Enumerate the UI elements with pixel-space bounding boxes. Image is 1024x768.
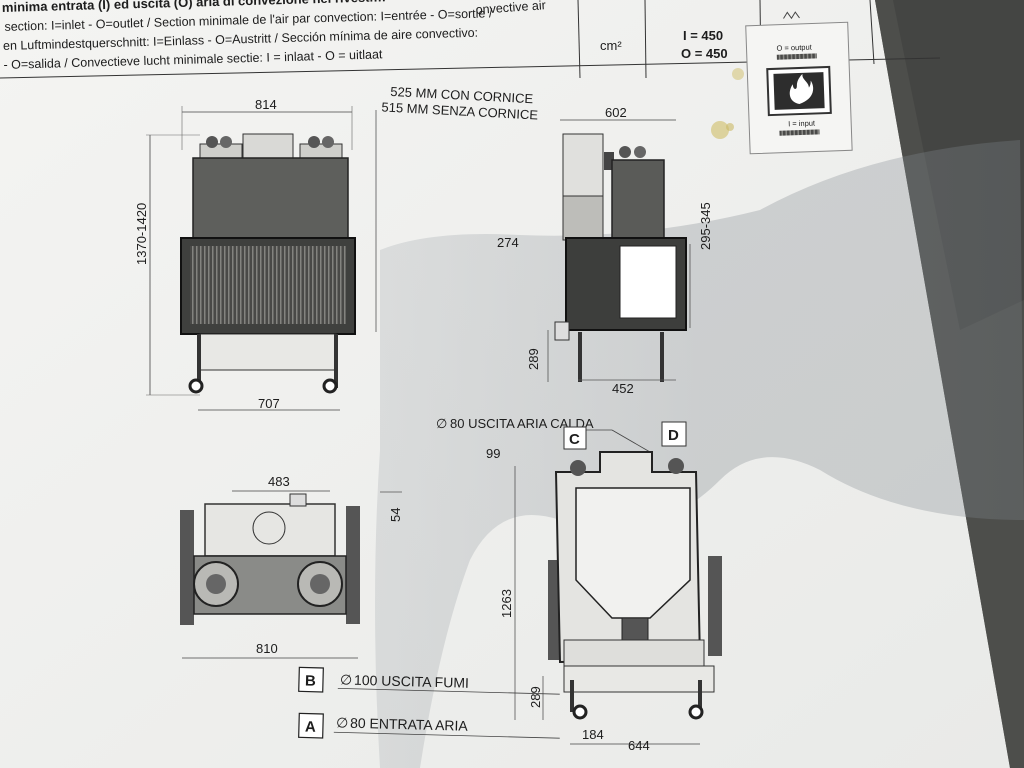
plan-view-drawing: ∅ 80 USCITA ARIA CALDA C D 99 1263 289 1… — [436, 416, 722, 753]
top-right-dim: 54 — [388, 508, 403, 522]
cornice-line-1: 525 MM CON CORNICE — [390, 84, 534, 106]
legend-item-a: A ∅ 80 ENTRATA ARIA — [298, 712, 560, 739]
front-body — [192, 157, 349, 239]
legend-symbol-a: ∅ — [336, 714, 349, 730]
side-view-drawing: 602 274 295-345 289 452 — [497, 105, 713, 396]
label-c: C — [569, 431, 580, 448]
front-width-top: 814 — [255, 97, 277, 112]
header-line-1-right: onvective air — [475, 0, 546, 17]
flame-icon — [789, 73, 814, 105]
top-width-bottom: 810 — [256, 641, 278, 656]
legend-symbol-b: ∅ — [340, 671, 353, 687]
front-height: 1370-1420 — [134, 203, 149, 265]
legend: B ∅ 100 USCITA FUMI A ∅ 80 ENTRATA ARIA — [298, 666, 560, 739]
unit-label: cm² — [600, 38, 622, 53]
label-d: D — [668, 427, 679, 444]
input-label: I = input — [788, 118, 816, 128]
side-leg-height: 289 — [526, 348, 541, 370]
plan-height: 1263 — [499, 589, 514, 618]
legend-letter-b: B — [305, 673, 316, 690]
plan-firebox — [575, 487, 691, 619]
legend-text-a: 80 ENTRATA ARIA — [350, 715, 469, 734]
legend-letter-a: A — [305, 719, 316, 736]
side-width-top: 602 — [605, 105, 627, 120]
label-c-box — [563, 426, 587, 450]
legend-item-b: B ∅ 100 USCITA FUMI — [298, 666, 560, 695]
front-view-drawing: 814 1370-1420 707 — [134, 97, 356, 411]
top-view-drawing: 483 54 810 — [180, 474, 403, 659]
side-left-dim: 274 — [497, 235, 519, 250]
front-width-bottom: 707 — [258, 396, 280, 411]
convection-icon-box: O = output I = input — [745, 11, 853, 155]
plan-top-dim: 99 — [486, 446, 500, 461]
plan-bottom-left: 184 — [582, 727, 604, 742]
inlet-value: I = 450 — [683, 28, 723, 43]
plan-leg-height: 289 — [528, 686, 543, 708]
label-d-box — [661, 421, 687, 447]
outlet-value: O = 450 — [681, 46, 728, 61]
outlet-note-symbol: ∅ — [436, 416, 447, 431]
top-width: 483 — [268, 474, 290, 489]
front-collar-right — [299, 136, 343, 159]
plan-bottom-right: 644 — [628, 738, 650, 753]
output-label: O = output — [776, 43, 812, 53]
output-grille-icon — [776, 53, 817, 60]
side-right-dim: 295-345 — [698, 202, 713, 250]
legend-text-b: 100 USCITA FUMI — [354, 672, 469, 691]
outlet-note: 80 USCITA ARIA CALDA — [450, 416, 594, 431]
input-grille-icon — [779, 129, 820, 136]
hand-shadow — [375, 140, 1024, 768]
side-width-bottom: 452 — [612, 381, 634, 396]
front-glass — [190, 246, 346, 324]
